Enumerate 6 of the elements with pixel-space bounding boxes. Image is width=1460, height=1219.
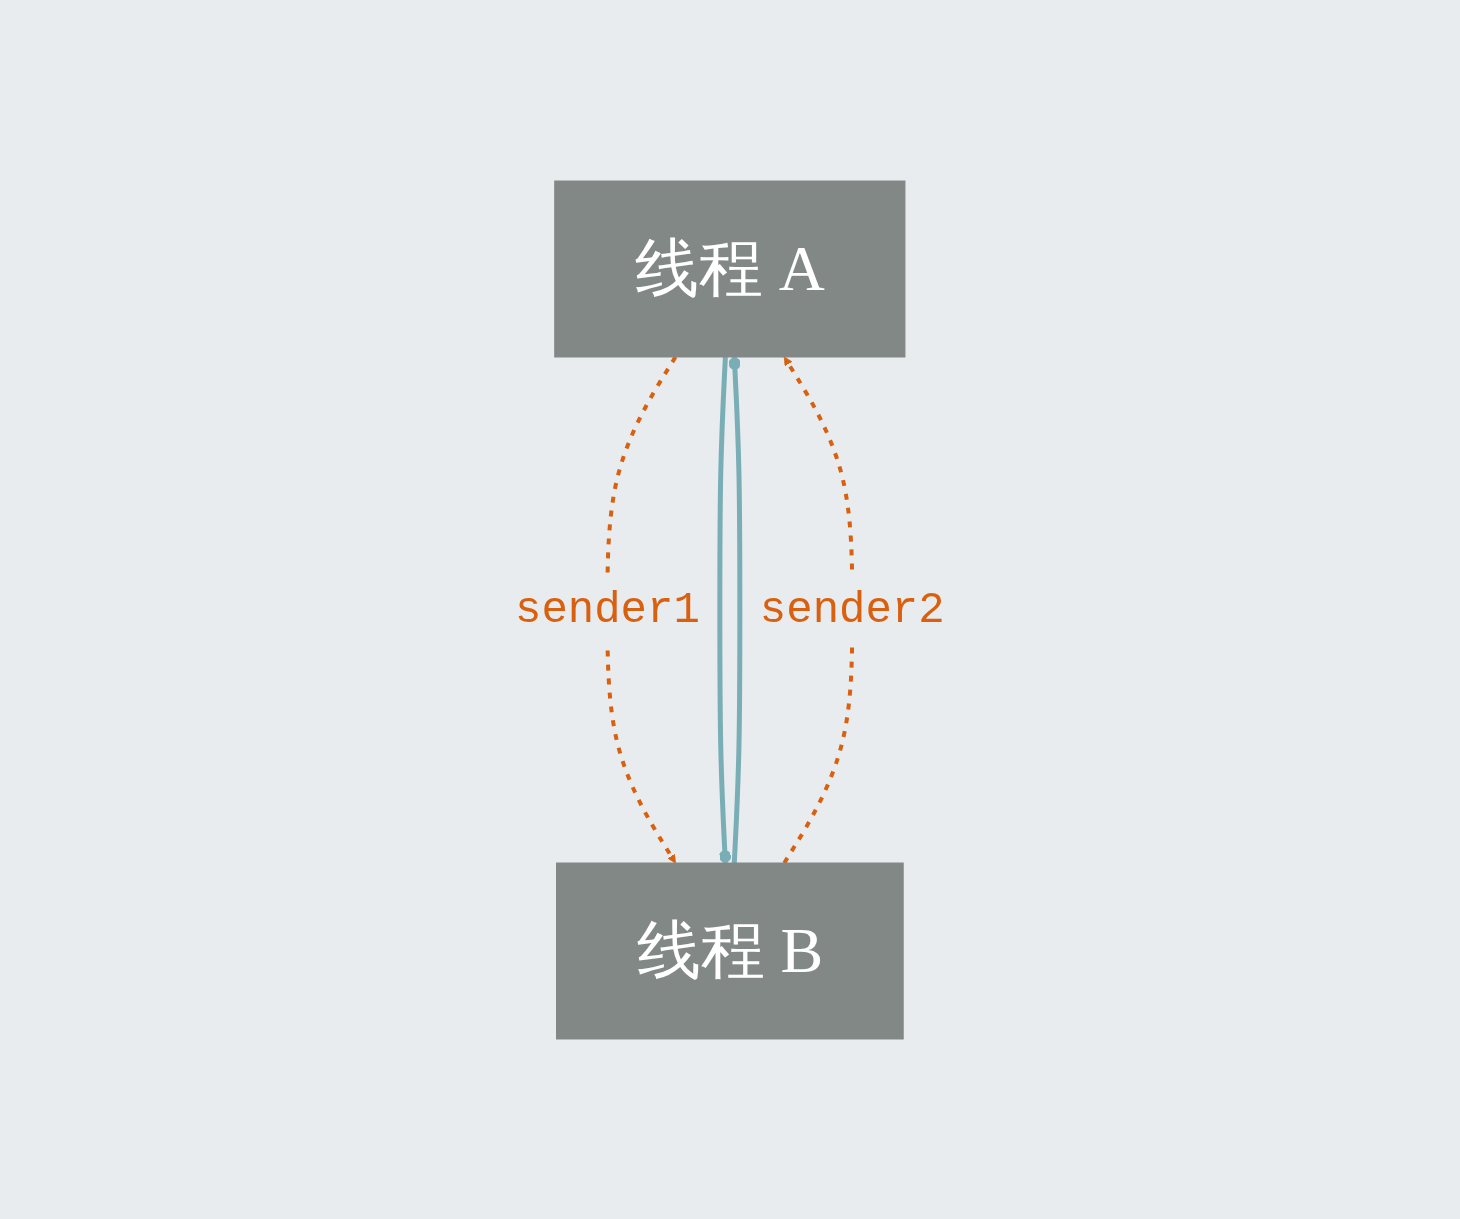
- node-box: 线程 B: [556, 862, 904, 1039]
- edge-label: sender2: [760, 584, 945, 635]
- edge-label: sender1: [515, 584, 700, 635]
- node-box: 线程 A: [554, 180, 906, 357]
- connector: [728, 356, 743, 863]
- connector: [717, 356, 732, 863]
